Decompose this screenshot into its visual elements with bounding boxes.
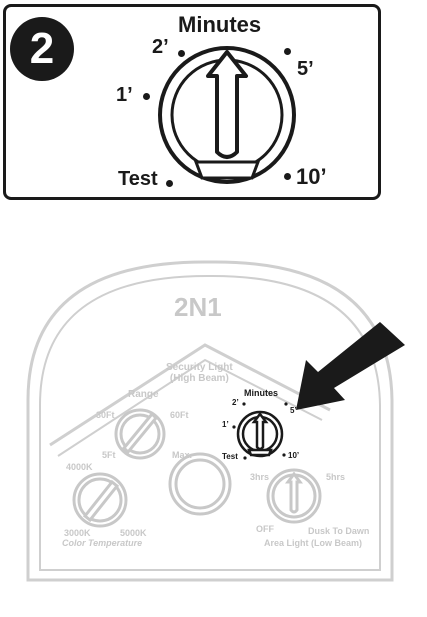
color-temp-title: Color Temperature bbox=[62, 538, 143, 548]
dial-dot-2-min bbox=[178, 50, 185, 57]
device-minutes-title: Minutes bbox=[244, 388, 279, 398]
range-max: Max. bbox=[172, 450, 193, 460]
color-temp-5000k: 5000K bbox=[120, 528, 147, 538]
device-minutes-test: Test bbox=[222, 452, 238, 461]
color-temperature-dial[interactable] bbox=[72, 472, 128, 528]
dial-title: Minutes bbox=[178, 12, 262, 37]
device-minutes-2: 2’ bbox=[232, 398, 239, 407]
range-5ft: 5Ft bbox=[102, 450, 116, 460]
device-minutes-10: 10’ bbox=[288, 451, 300, 460]
range-30ft: 30Ft bbox=[96, 410, 115, 420]
color-temp-4000k: 4000K bbox=[66, 462, 93, 472]
step-number-badge: 2 bbox=[10, 17, 74, 81]
range-60ft: 60Ft bbox=[170, 410, 189, 420]
color-temp-3000k: 3000K bbox=[64, 528, 91, 538]
area-light-dusk-to-dawn: Dusk To Dawn bbox=[308, 526, 370, 536]
dial-label-10-min: 10’ bbox=[296, 164, 327, 189]
security-light-label: Security Light (High Beam) bbox=[166, 362, 233, 384]
minutes-dial-knob[interactable] bbox=[158, 46, 296, 184]
dial-label-test: Test bbox=[118, 168, 158, 190]
dial-label-5-min: 5’ bbox=[297, 58, 314, 80]
area-light-3hrs: 3hrs bbox=[250, 472, 270, 482]
dial-dot-5-min bbox=[284, 48, 291, 55]
dial-dot-1-min bbox=[143, 93, 150, 100]
center-button[interactable] bbox=[168, 452, 232, 516]
area-light-off: OFF bbox=[256, 524, 274, 534]
area-light-title: Area Light (Low Beam) bbox=[264, 538, 363, 548]
device-brand: 2N1 bbox=[174, 292, 222, 322]
dial-dot-test bbox=[166, 180, 173, 187]
range-dial[interactable] bbox=[114, 408, 166, 460]
dial-label-2-min: 2’ bbox=[152, 36, 169, 58]
area-light-dial[interactable] bbox=[266, 468, 322, 524]
device-minutes-1: 1’ bbox=[222, 420, 229, 429]
dial-dot-10-min bbox=[284, 173, 291, 180]
range-title: Range bbox=[128, 389, 159, 400]
pointer-arrow-icon bbox=[296, 322, 405, 410]
device-minutes-dots bbox=[232, 402, 288, 460]
dial-label-1-min: 1’ bbox=[116, 84, 133, 106]
device-minutes-dial[interactable] bbox=[236, 410, 284, 458]
area-light-5hrs: 5hrs bbox=[326, 472, 346, 482]
device-minutes-5: 5’ bbox=[290, 406, 297, 415]
